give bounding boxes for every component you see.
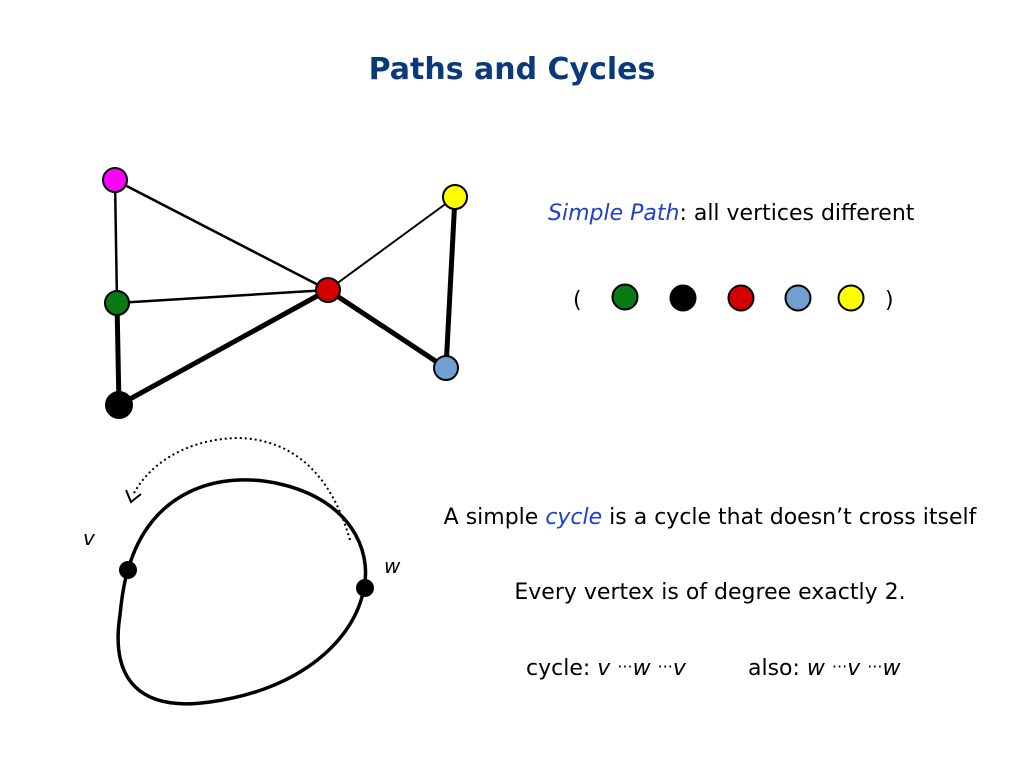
cycle-vertex-w xyxy=(356,579,374,597)
label-w: w xyxy=(384,554,401,578)
path-edge-red-blue xyxy=(326,287,448,371)
path-edge-black-red xyxy=(117,287,330,408)
dotted-arrow xyxy=(132,436,351,541)
cycle-term: cycle xyxy=(545,505,603,530)
path-edge-green-black xyxy=(114,302,122,406)
close-paren: ) xyxy=(885,288,894,313)
path-sequence xyxy=(611,283,865,312)
edge-magenta-red xyxy=(114,178,329,292)
seq-vertex-blue xyxy=(784,284,812,312)
seq-vertex-yellow xyxy=(837,284,865,312)
arrow-head-icon xyxy=(125,489,142,504)
seq-vertex-green xyxy=(611,283,639,311)
degree-statement: Every vertex is of degree exactly 2. xyxy=(514,580,906,605)
vertex-green xyxy=(104,290,130,316)
simple-cycle-curve xyxy=(116,478,368,706)
seq-vertex-black xyxy=(669,284,697,312)
simple-path-definition: Simple Path: all vertices different xyxy=(548,201,914,226)
cycle-notation-w: w xyxy=(632,656,651,681)
vertex-black xyxy=(105,391,133,419)
cycle-text-before: A simple xyxy=(443,505,546,530)
path-edge-blue-yellow xyxy=(443,196,458,369)
ellipsis: ··· xyxy=(867,657,883,676)
cycle-notation: cycle: v ···w ···v xyxy=(526,656,686,681)
ellipsis: ··· xyxy=(617,657,633,676)
ellipsis: ··· xyxy=(831,657,848,676)
also-notation-w: w xyxy=(806,656,825,681)
vertex-magenta xyxy=(102,167,128,193)
vertex-red xyxy=(315,277,341,303)
page-title: Paths and Cycles xyxy=(368,52,656,87)
vertex-blue xyxy=(433,355,459,381)
simple-path-text: : all vertices different xyxy=(679,201,915,226)
cycle-notation-v-end: v xyxy=(672,656,686,681)
cycle-vertex-v xyxy=(119,561,137,579)
cycle-notation-v: v xyxy=(597,656,611,681)
also-notation-v: v xyxy=(847,656,861,681)
also-notation-w-end: w xyxy=(882,656,901,681)
edge-magenta-green xyxy=(113,179,119,304)
simple-path-term: Simple Path xyxy=(548,201,680,226)
vertex-yellow xyxy=(442,184,468,210)
also-notation-prefix: also: xyxy=(748,656,807,681)
also-notation: also: w ···v ···w xyxy=(748,656,900,681)
cycle-definition: A simple cycle is a cycle that doesn’t c… xyxy=(414,505,1006,530)
seq-vertex-red xyxy=(727,284,755,312)
open-paren: ( xyxy=(573,288,582,313)
edge-green-red xyxy=(116,288,329,305)
edge-red-yellow xyxy=(327,196,456,291)
label-v: v xyxy=(83,526,95,550)
cycle-text-after: is a cycle that doesn’t cross itself xyxy=(602,505,977,530)
ellipsis: ··· xyxy=(657,657,673,676)
cycle-notation-prefix: cycle: xyxy=(526,656,598,681)
